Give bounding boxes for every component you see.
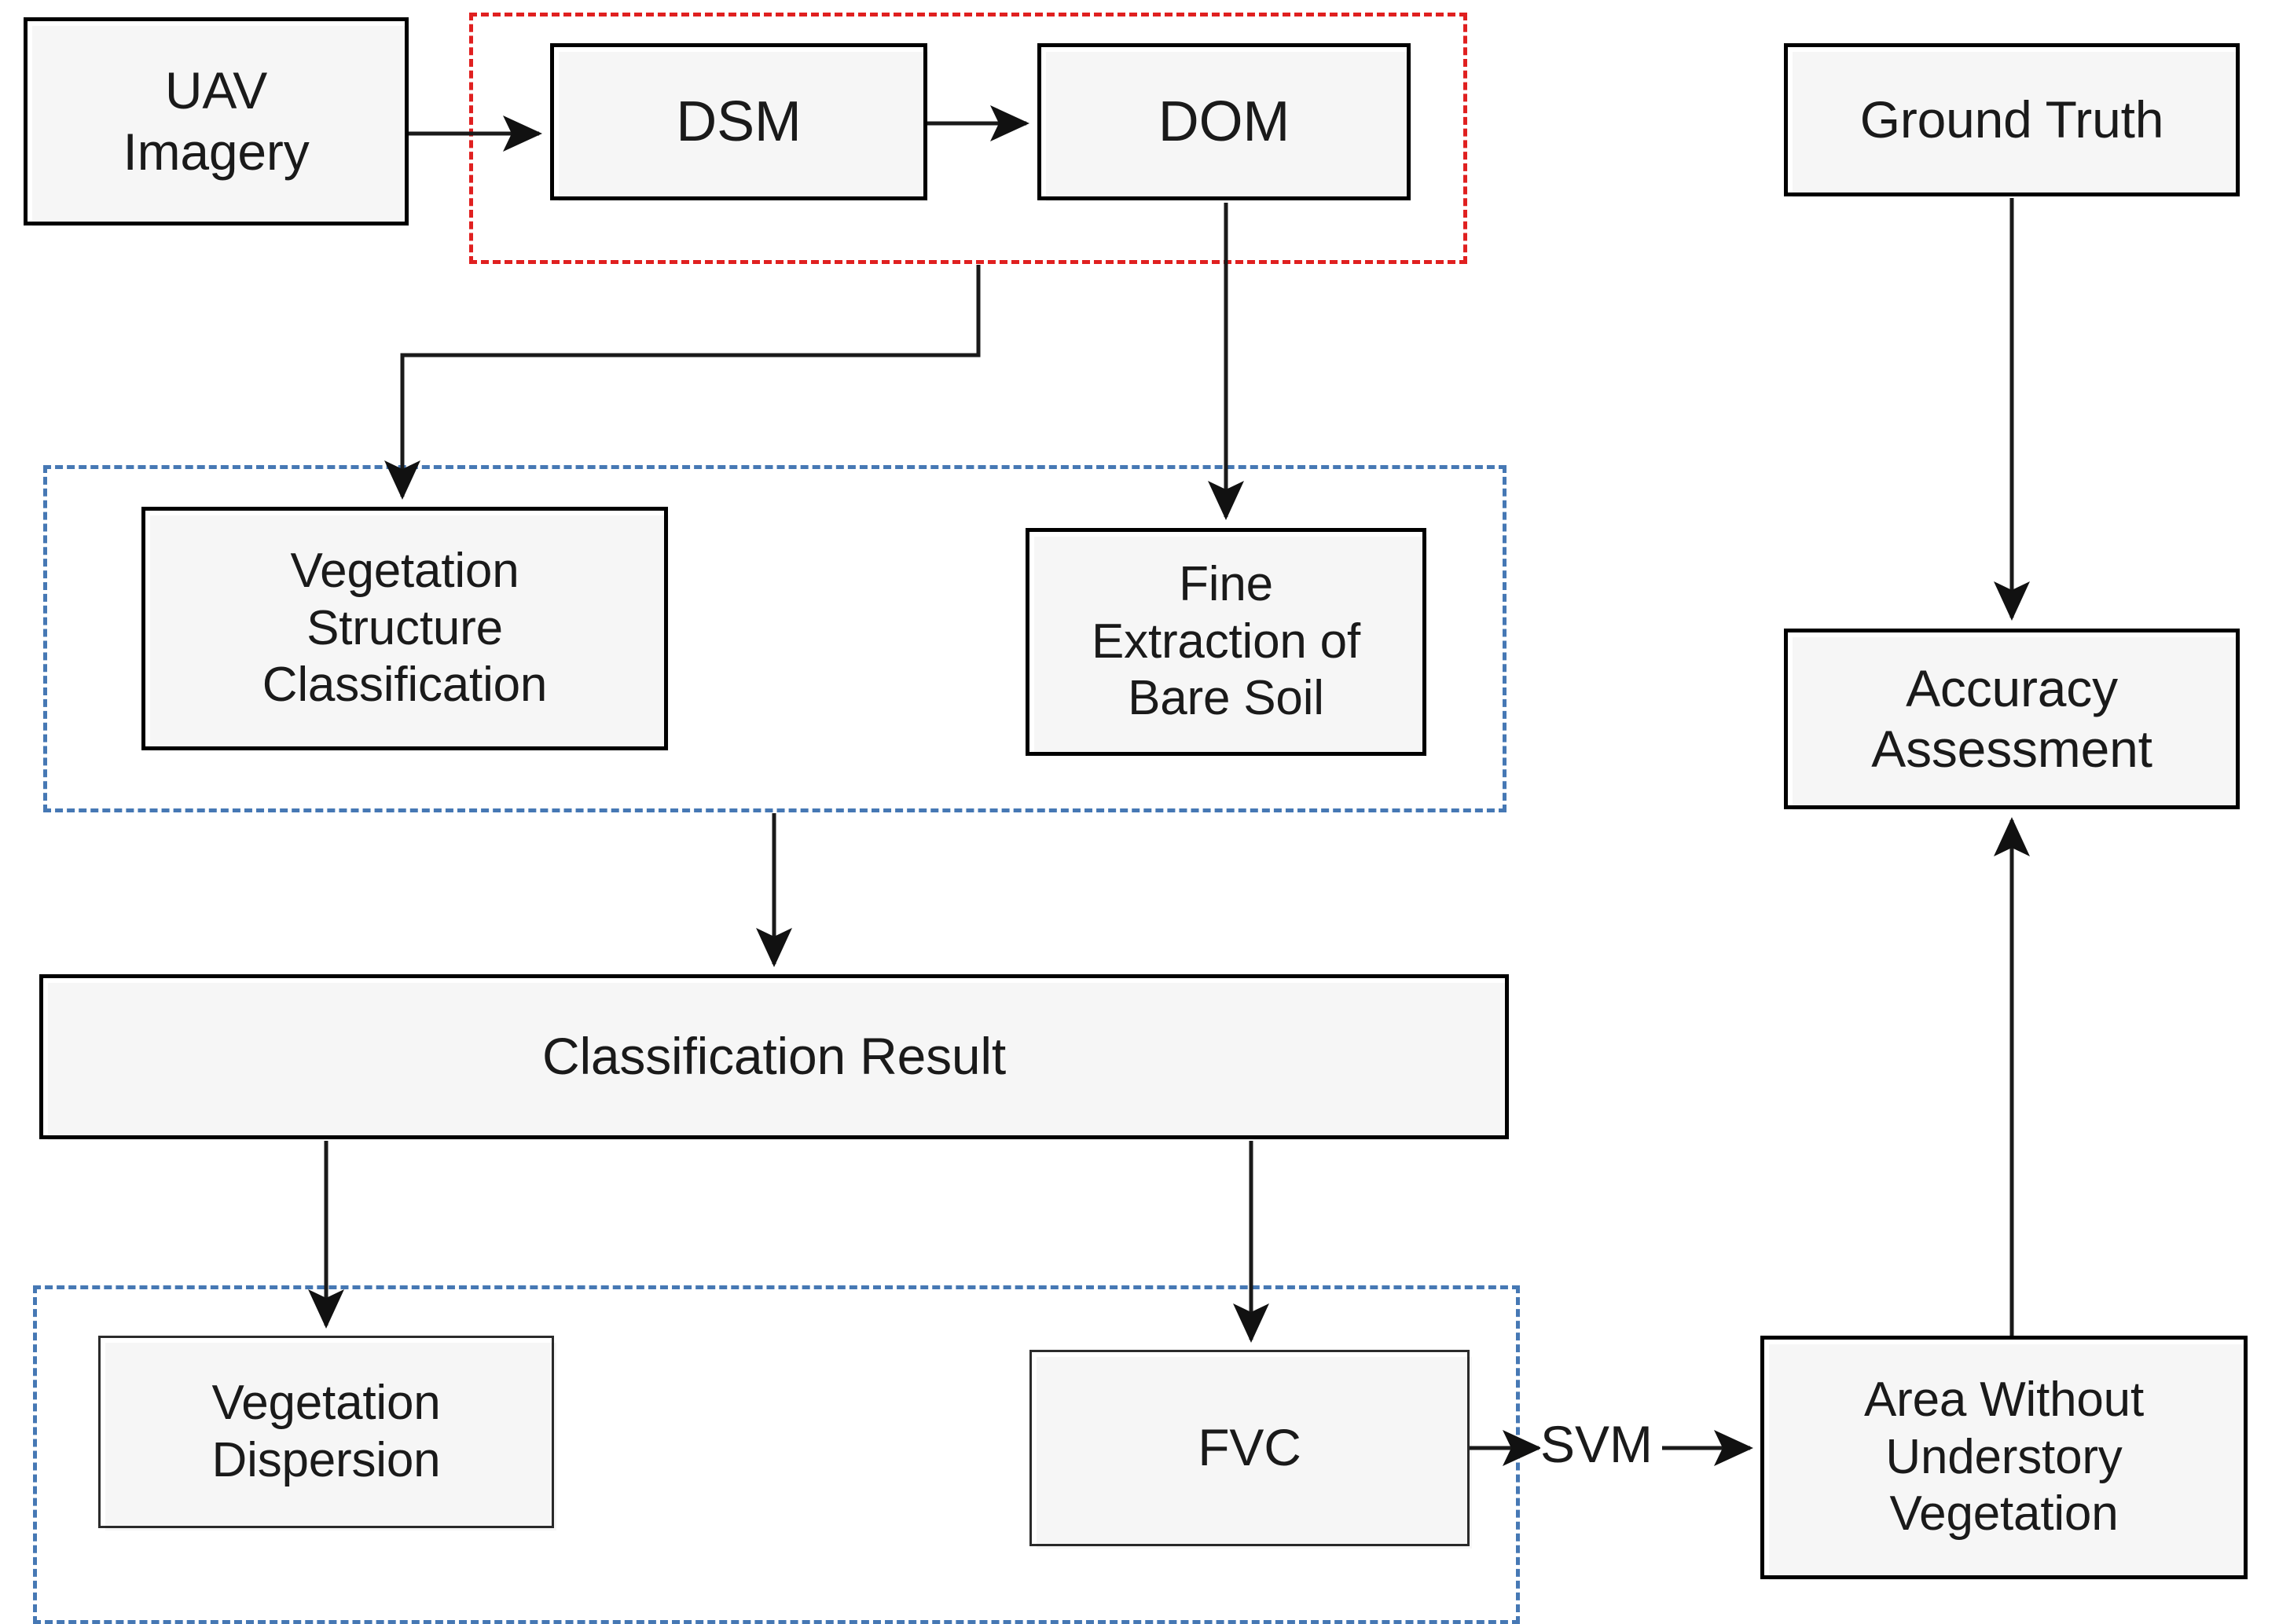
node-dom[interactable]: DOM [1037,43,1411,200]
node-fine-extraction-bare-soil-label: Fine Extraction of Bare Soil [1091,557,1360,726]
node-uav-imagery-label: UAV Imagery [123,61,310,181]
node-fvc[interactable]: FVC [1029,1350,1470,1546]
node-classification-result[interactable]: Classification Result [39,974,1509,1139]
edge-label-svm: SVM [1540,1415,1653,1473]
node-accuracy-assessment-label: Accuracy Assessment [1871,658,2152,778]
group-photogrammetry-red [469,13,1467,264]
node-vegetation-dispersion[interactable]: Vegetation Dispersion [98,1336,554,1528]
node-area-without-understory-vegetation-label: Area Without Understory Vegetation [1864,1373,2144,1542]
node-ground-truth-label: Ground Truth [1859,90,2164,148]
node-dsm-label: DSM [676,90,802,153]
node-dom-label: DOM [1158,90,1290,153]
edge-dsm-to-veg-structure [384,265,981,500]
node-vegetation-structure-classification-label: Vegetation Structure Classification [262,544,548,713]
node-classification-result-label: Classification Result [541,1027,1007,1086]
node-uav-imagery[interactable]: UAV Imagery [24,17,409,225]
node-fine-extraction-bare-soil[interactable]: Fine Extraction of Bare Soil [1026,528,1426,756]
node-fvc-label: FVC [1198,1418,1301,1477]
node-accuracy-assessment[interactable]: Accuracy Assessment [1784,629,2240,809]
node-vegetation-dispersion-label: Vegetation Dispersion [211,1375,441,1487]
node-area-without-understory-vegetation[interactable]: Area Without Understory Vegetation [1760,1336,2248,1579]
node-ground-truth[interactable]: Ground Truth [1784,43,2240,196]
node-vegetation-structure-classification[interactable]: Vegetation Structure Classification [141,507,668,750]
node-dsm[interactable]: DSM [550,43,927,200]
